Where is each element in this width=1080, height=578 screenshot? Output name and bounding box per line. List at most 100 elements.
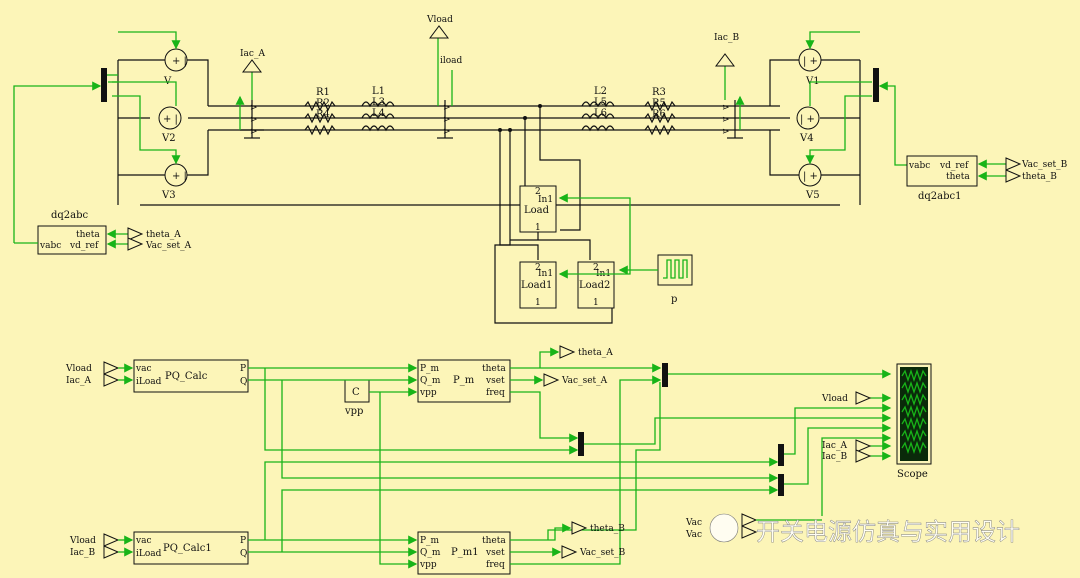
p-m-title: P_m <box>453 375 475 386</box>
p-m-block[interactable] <box>417 359 511 403</box>
dq2abc-left-port-vabc: vabc <box>39 241 61 251</box>
label-iac-b: Iac_B <box>714 33 739 43</box>
scope-label-vload: Vload <box>821 394 848 404</box>
pq-calc1-src-vload: Vload <box>69 536 96 546</box>
p-m-port-q: Q_m <box>420 376 441 386</box>
load-block[interactable] <box>519 185 557 233</box>
pq-calc1-port-p: P <box>240 536 246 546</box>
pq-calc-block[interactable] <box>133 359 249 393</box>
left-sources: + | + | + | V V2 V3 <box>108 31 209 205</box>
voltage-source-v4[interactable] <box>796 106 820 130</box>
from-vload <box>855 391 872 405</box>
watermark-text: 开关电源仿真与实用设计 <box>756 518 1020 546</box>
mux-q <box>778 474 784 496</box>
label-pulse: p <box>671 294 677 305</box>
p-m1-port-q: Q_m <box>420 548 441 558</box>
const-symbol: C <box>352 387 360 398</box>
label-r5: R5 <box>652 98 666 109</box>
label-r1: R1 <box>316 87 330 98</box>
label-v5: V5 <box>805 190 820 201</box>
label-l3: L3 <box>372 97 385 108</box>
p-m1-block[interactable] <box>417 531 511 575</box>
from-iac-a <box>855 439 872 453</box>
goto-theta-b-out <box>571 521 588 535</box>
label-load: Load <box>524 205 550 216</box>
pq-calc1-block[interactable] <box>133 531 249 565</box>
goto-theta-b <box>1005 169 1022 183</box>
scope-label-iac-a: Iac_A <box>822 441 847 451</box>
dq2abc-left-block[interactable] <box>37 225 107 255</box>
p-m1-port-vpp: vpp <box>419 560 437 570</box>
p-m-port-theta: theta <box>482 364 506 374</box>
tag-theta-b-right: theta_B <box>1022 172 1057 182</box>
p-m-port-vpp: vpp <box>419 388 437 398</box>
mux-p <box>778 444 784 466</box>
p-m1-port-p: P_m <box>420 536 440 546</box>
partial-label-vac-2: Vac <box>685 530 702 540</box>
load-port-in: In1 <box>538 195 553 205</box>
tag-vac-set-b-out: Vac_set_B <box>579 548 626 558</box>
pq-calc-title: PQ_Calc <box>165 371 208 382</box>
partial-label-vac-1: Vac <box>685 518 702 528</box>
svg-text:⋗: ⋗ <box>443 115 451 125</box>
wechat-icon <box>709 513 739 543</box>
pq-calc-port-p: P <box>240 364 246 374</box>
load2-block[interactable] <box>577 261 615 309</box>
dq2abc-left-title: dq2abc <box>51 210 89 221</box>
svg-text:+ |: + | <box>172 56 187 67</box>
p-m-port-vset: vset <box>485 376 505 386</box>
control-wiring <box>248 347 892 569</box>
svg-text:⋗: ⋗ <box>250 115 258 125</box>
pq-calc-port-iload: iLoad <box>136 377 162 387</box>
p-m-port-p: P_m <box>420 364 440 374</box>
tag-theta-b-out: theta_B <box>590 524 625 534</box>
load1-port-in: In1 <box>538 269 553 279</box>
junction-marks: ⋗⋗⋗ ⋗⋗⋗ ⋗⋗⋗ <box>250 103 730 137</box>
right-sources: | + | + | + V1 V4 V5 <box>769 31 872 205</box>
label-r6: R6 <box>652 109 666 120</box>
left-demux-bar <box>101 68 107 102</box>
dq2abc-right-block[interactable] <box>906 155 978 187</box>
load2-port-2: 2 <box>593 263 599 273</box>
scope-label-iac-b: Iac_B <box>822 452 847 462</box>
power-lines <box>140 105 840 206</box>
right-demux-bar <box>873 68 879 102</box>
load-port-2: 2 <box>535 187 541 197</box>
label-l4: L4 <box>372 108 385 119</box>
p-m-port-freq: freq <box>486 388 505 398</box>
label-l1: L1 <box>372 86 385 97</box>
probe-iac-a <box>242 59 262 73</box>
svg-text:⋗: ⋗ <box>443 127 451 137</box>
label-r3: R3 <box>652 87 666 98</box>
dq2abc-right-port-vabc: vabc <box>908 161 930 171</box>
p-m1-port-freq: freq <box>486 560 505 570</box>
load-port-1: 1 <box>535 223 541 233</box>
current-sensor-load <box>437 36 453 139</box>
from-iac-b <box>855 449 872 463</box>
dq2abc-left-port-theta: theta <box>76 230 100 240</box>
svg-text:⋗: ⋗ <box>722 103 730 113</box>
scope-block[interactable] <box>896 363 932 465</box>
dq2abc-right-port-theta: theta <box>946 172 970 182</box>
tag-theta-a-out: theta_A <box>578 348 613 358</box>
label-load1: Load1 <box>521 280 552 291</box>
label-v2: V2 <box>161 133 176 144</box>
load2-port-1: 1 <box>593 298 599 308</box>
pq-calc1-port-q: Q <box>240 549 247 559</box>
tag-vac-set-b-right: Vac_set_B <box>1021 160 1068 170</box>
label-iac-a: Iac_A <box>240 49 265 59</box>
load1-block[interactable] <box>519 261 557 309</box>
tag-vac-set-a-out: Vac_set_A <box>561 376 608 386</box>
svg-text:⋗: ⋗ <box>250 103 258 113</box>
probe-iac-b <box>715 53 735 67</box>
voltage-source-v2[interactable] <box>158 106 182 130</box>
label-l6: L6 <box>594 108 607 119</box>
p-m1-port-vset: vset <box>485 548 505 558</box>
pq-calc1-title: PQ_Calc1 <box>163 543 212 554</box>
dq2abc-right-title: dq2abc1 <box>918 191 962 202</box>
line-impedance-left <box>304 100 395 136</box>
goto-theta-a-out <box>559 345 576 359</box>
pq-calc-src-vload: Vload <box>65 364 92 374</box>
pq-calc1-src-iac-b: Iac_B <box>70 548 95 558</box>
